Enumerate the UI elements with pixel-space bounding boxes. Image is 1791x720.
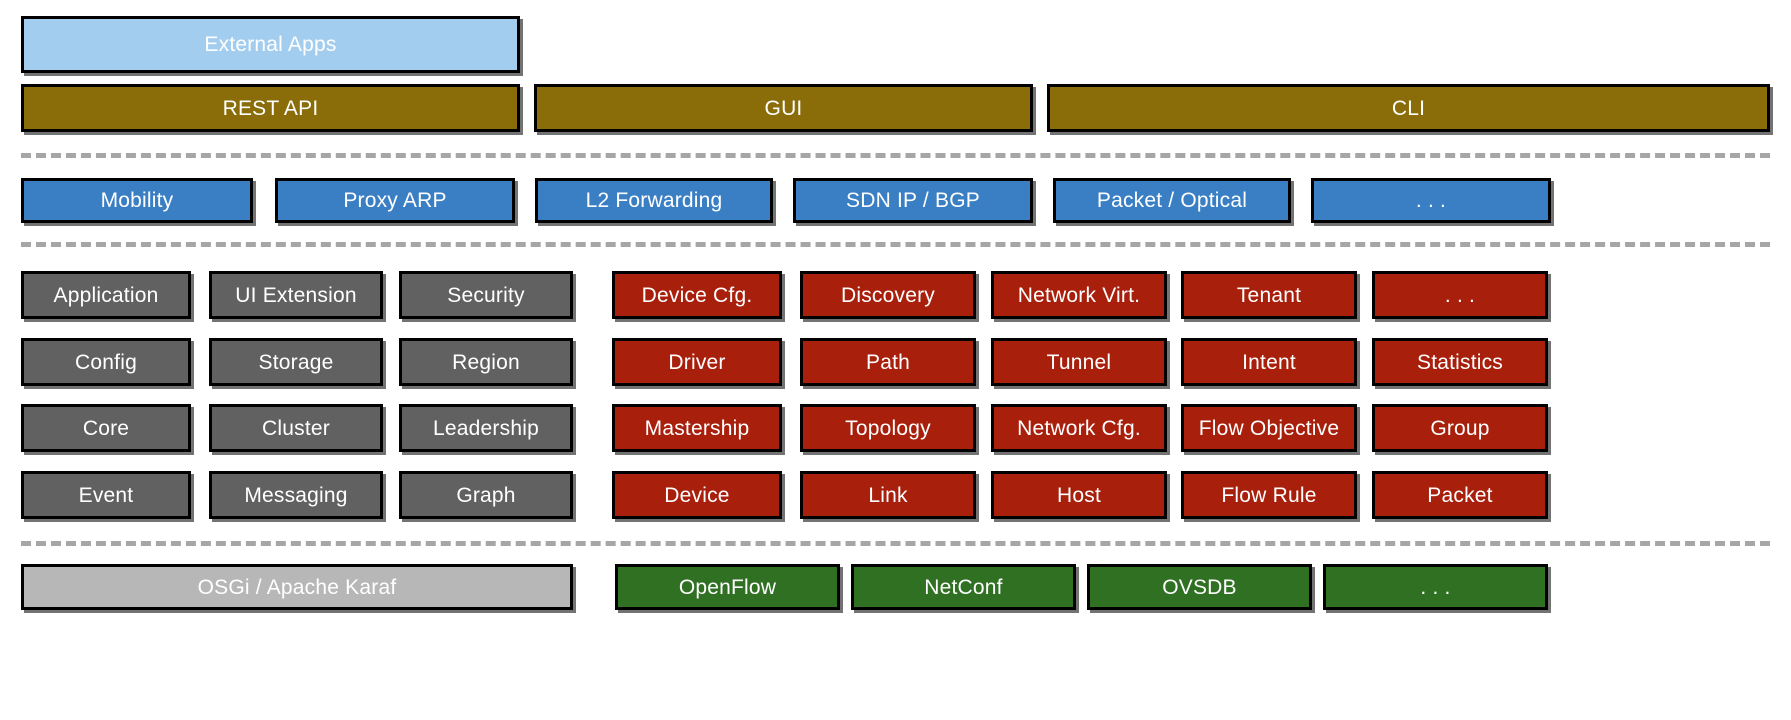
node-proxy-arp: Proxy ARP — [275, 178, 515, 223]
node-mobility: Mobility — [21, 178, 253, 223]
node-rest-api: REST API — [21, 84, 520, 132]
divider-platform — [21, 541, 1770, 546]
node-ellipsis: . . . — [1311, 178, 1551, 223]
node-tenant: Tenant — [1181, 271, 1357, 319]
node-tunnel: Tunnel — [991, 338, 1167, 386]
node-discovery: Discovery — [800, 271, 976, 319]
node-link: Link — [800, 471, 976, 519]
node-ovsdb: OVSDB — [1087, 564, 1312, 610]
node-group: Group — [1372, 404, 1548, 452]
node-netconf: NetConf — [851, 564, 1076, 610]
node-security: Security — [399, 271, 573, 319]
node-sdn-ip-bgp: SDN IP / BGP — [793, 178, 1033, 223]
node-region: Region — [399, 338, 573, 386]
node-config: Config — [21, 338, 191, 386]
node-ellipsis: . . . — [1323, 564, 1548, 610]
node-core: Core — [21, 404, 191, 452]
node-flow-objective: Flow Objective — [1181, 404, 1357, 452]
divider-northbound — [21, 153, 1770, 158]
node-flow-rule: Flow Rule — [1181, 471, 1357, 519]
node-graph: Graph — [399, 471, 573, 519]
node-packet-optical: Packet / Optical — [1053, 178, 1291, 223]
node-ui-extension: UI Extension — [209, 271, 383, 319]
node-network-virt: Network Virt. — [991, 271, 1167, 319]
node-packet: Packet — [1372, 471, 1548, 519]
node-external-apps: External Apps — [21, 16, 520, 73]
node-leadership: Leadership — [399, 404, 573, 452]
node-device-cfg: Device Cfg. — [612, 271, 782, 319]
node-gui: GUI — [534, 84, 1033, 132]
node-path: Path — [800, 338, 976, 386]
node-host: Host — [991, 471, 1167, 519]
node-storage: Storage — [209, 338, 383, 386]
node-ellipsis: . . . — [1372, 271, 1548, 319]
node-cluster: Cluster — [209, 404, 383, 452]
node-network-cfg: Network Cfg. — [991, 404, 1167, 452]
node-topology: Topology — [800, 404, 976, 452]
node-device: Device — [612, 471, 782, 519]
node-osgi-apache-karaf: OSGi / Apache Karaf — [21, 564, 573, 610]
node-cli: CLI — [1047, 84, 1770, 132]
node-openflow: OpenFlow — [615, 564, 840, 610]
node-intent: Intent — [1181, 338, 1357, 386]
node-messaging: Messaging — [209, 471, 383, 519]
node-application: Application — [21, 271, 191, 319]
node-mastership: Mastership — [612, 404, 782, 452]
node-statistics: Statistics — [1372, 338, 1548, 386]
node-driver: Driver — [612, 338, 782, 386]
divider-applications — [21, 242, 1770, 247]
node-event: Event — [21, 471, 191, 519]
node-l2-forwarding: L2 Forwarding — [535, 178, 773, 223]
